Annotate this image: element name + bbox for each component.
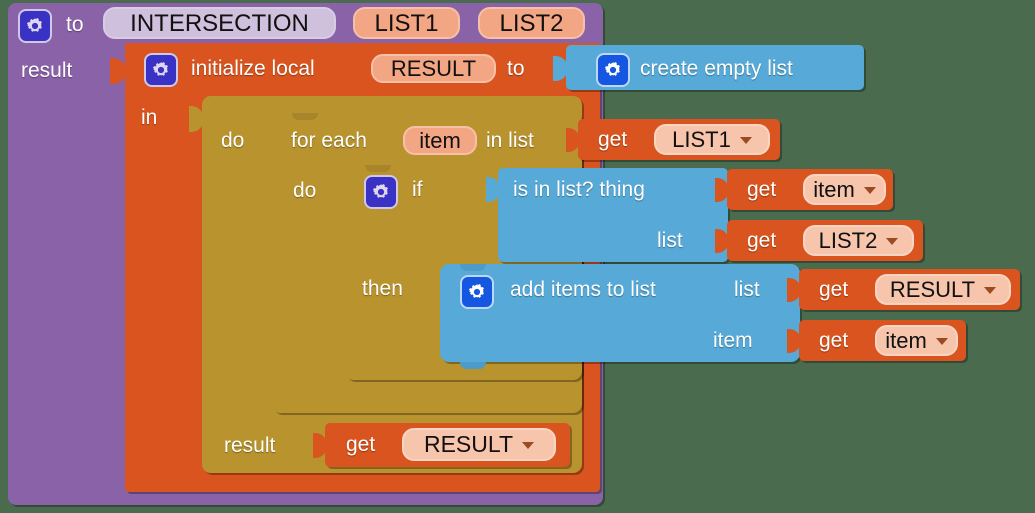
if-mutator-gear-icon[interactable] — [364, 175, 398, 209]
get-list1-variable-name: LIST1 — [672, 127, 731, 152]
chevron-down-icon — [522, 442, 535, 449]
add-items-label: add items to list — [510, 278, 656, 301]
procedure-body-left-wall — [8, 40, 128, 495]
if-then-top-notch — [365, 165, 391, 172]
get-result-add-variable-name: RESULT — [889, 277, 976, 302]
do-result-do-label: do — [221, 129, 245, 152]
for-each-in-list-label: in list — [486, 129, 534, 152]
get-list2-variable-dropdown[interactable]: LIST2 — [803, 225, 914, 256]
add-items-item-label: item — [713, 329, 753, 352]
get-list1-get-label: get — [598, 128, 628, 151]
get-result-return-variable-name: RESULT — [423, 431, 514, 457]
initialize-local-mutator-gear-icon[interactable] — [144, 53, 178, 87]
create-empty-list-mutator-gear-icon[interactable] — [596, 53, 630, 87]
get-list1-variable-dropdown[interactable]: LIST1 — [654, 124, 770, 155]
get-list2-variable-name: LIST2 — [818, 228, 878, 253]
get-result-return-output-tab — [313, 433, 327, 458]
local-to-label: to — [507, 57, 525, 80]
create-empty-list-output-tab — [553, 56, 568, 81]
procedure-param-list2[interactable]: LIST2 — [478, 7, 585, 39]
add-items-mutator-gear-icon[interactable] — [460, 275, 494, 309]
procedure-to-label: to — [66, 13, 84, 36]
is-in-list-block[interactable] — [498, 168, 728, 262]
get-item-thing-output-tab — [715, 178, 729, 202]
create-empty-list-label: create empty list — [640, 57, 793, 80]
if-label: if — [412, 178, 423, 201]
for-each-left-wall — [272, 113, 347, 413]
get-item-thing-get-label: get — [747, 178, 777, 201]
do-result-left-wall — [202, 96, 277, 473]
get-result-add-output-tab — [787, 278, 801, 302]
initialize-local-output-tab — [110, 58, 126, 84]
is-in-list-output-tab — [486, 177, 500, 202]
procedure-result-label: result — [21, 59, 73, 82]
local-in-label: in — [141, 106, 158, 129]
get-result-return-variable-dropdown[interactable]: RESULT — [402, 428, 556, 461]
procedure-param-list1[interactable]: LIST1 — [353, 7, 460, 39]
chevron-down-icon — [935, 338, 948, 345]
procedure-name-field[interactable]: INTERSECTION — [103, 7, 336, 39]
for-each-top-notch — [292, 113, 318, 120]
get-result-add-variable-dropdown[interactable]: RESULT — [875, 274, 1011, 305]
add-items-top-notch — [460, 264, 486, 271]
get-item-thing-variable-dropdown[interactable]: item — [803, 174, 886, 205]
initialize-local-label: initialize local — [191, 57, 315, 80]
get-item-add-get-label: get — [819, 329, 849, 352]
local-var-name-field[interactable]: RESULT — [371, 54, 496, 83]
chevron-down-icon — [739, 137, 752, 144]
chevron-down-icon — [886, 238, 899, 245]
chevron-down-icon — [984, 287, 997, 294]
procedure-mutator-gear-icon[interactable] — [18, 9, 52, 43]
for-each-do-label: do — [293, 179, 317, 202]
do-result-result-label: result — [224, 434, 276, 457]
is-in-list-thing-label: is in list? thing — [513, 178, 645, 201]
do-result-output-tab — [189, 106, 204, 132]
get-item-thing-variable-name: item — [813, 177, 855, 202]
add-items-list-label: list — [734, 278, 760, 301]
get-result-add-get-label: get — [819, 278, 849, 301]
is-in-list-list-label: list — [657, 229, 683, 252]
get-list1-output-tab — [566, 128, 580, 152]
chevron-down-icon — [863, 187, 876, 194]
add-items-bottom-notch — [460, 362, 486, 369]
add-items-to-list-block[interactable] — [440, 264, 800, 362]
initialize-local-header — [125, 43, 600, 92]
for-each-prefix-label: for each — [291, 129, 367, 152]
get-item-add-output-tab — [787, 329, 801, 353]
get-item-add-variable-dropdown[interactable]: item — [875, 325, 958, 356]
get-result-return-get-label: get — [346, 433, 376, 456]
get-list2-get-label: get — [747, 229, 777, 252]
get-item-add-variable-name: item — [885, 328, 927, 353]
for-each-loop-var-field[interactable]: item — [403, 126, 477, 155]
get-list2-output-tab — [715, 229, 729, 253]
then-label: then — [362, 277, 403, 300]
